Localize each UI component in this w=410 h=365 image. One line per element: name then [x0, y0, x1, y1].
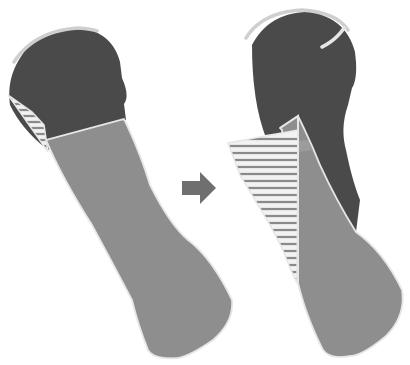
right-hatched-wedge [220, 130, 305, 286]
right-arrow-icon [182, 172, 216, 204]
panel-after [220, 10, 403, 357]
left-bone-shaft [46, 119, 232, 358]
